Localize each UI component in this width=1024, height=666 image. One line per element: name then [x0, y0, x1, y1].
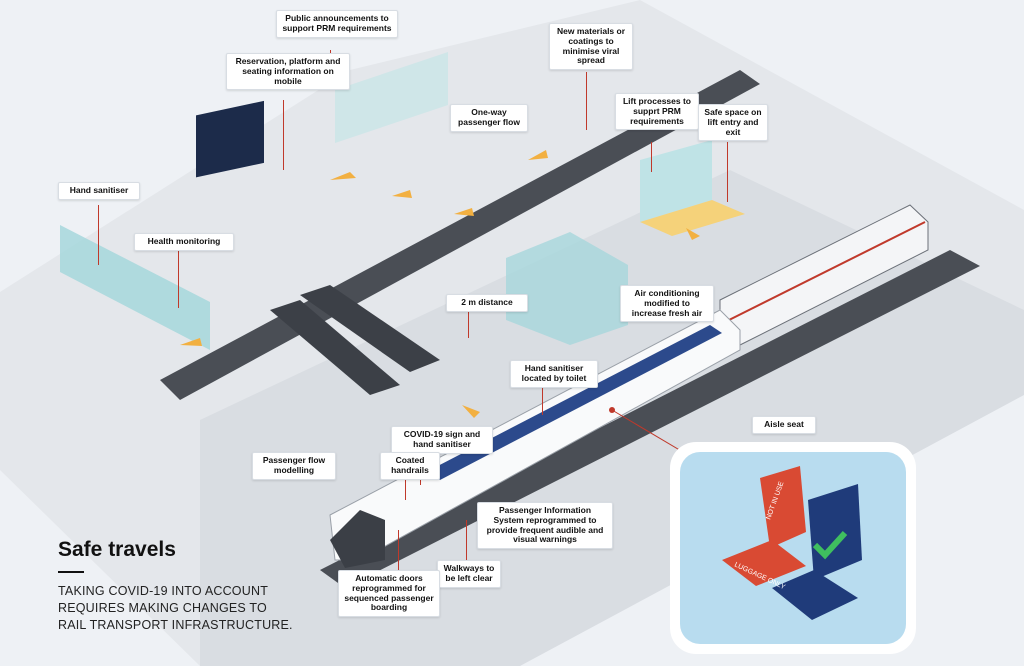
callout-covid-sign: COVID-19 sign and hand sanitiser [391, 426, 493, 454]
check-icon [812, 530, 848, 560]
waiting-room [506, 232, 628, 345]
leader-dot [609, 407, 615, 413]
callout-reservation: Reservation, platform and seating inform… [226, 53, 350, 91]
page-subtitle: TAKING COVID-19 INTO ACCOUNT REQUIRES MA… [58, 584, 293, 632]
seat-red-base [722, 540, 806, 586]
leader-line [586, 72, 587, 130]
train-seats-row [430, 325, 722, 480]
flow-arrow [686, 228, 700, 240]
callout-lift-processes: Lift processes to supprt PRM requirement… [615, 93, 699, 131]
page-title: Safe travels [58, 538, 176, 561]
callout-pis: Passenger Information System reprogramme… [477, 502, 613, 550]
leader-line [468, 308, 469, 338]
leader-line [398, 530, 399, 570]
callout-passenger-flow: Passenger flow modelling [252, 452, 336, 480]
callout-walkways: Walkways to be left clear [437, 560, 501, 588]
title-rule [58, 571, 84, 573]
flow-arrow [454, 208, 474, 216]
leader-line [466, 520, 467, 560]
lift-safe-space [640, 200, 745, 236]
departure-board [196, 100, 264, 178]
escalator [270, 300, 400, 395]
leader-line [542, 385, 543, 415]
callout-one-way: One-way passenger flow [450, 104, 528, 132]
flow-arrow [330, 172, 356, 180]
flow-arrow [462, 405, 480, 418]
train-stripe [724, 221, 926, 323]
callout-new-materials: New materials or coatings to minimise vi… [549, 23, 633, 71]
callout-aisle-seat: Aisle seat [752, 416, 816, 434]
leader-line [98, 205, 99, 265]
callout-automatic-doors: Automatic doors reprogrammed for sequenc… [338, 570, 440, 618]
flow-arrow [180, 338, 202, 346]
flow-arrow [392, 190, 412, 198]
seat-red [760, 466, 806, 548]
ticket-hall [335, 52, 448, 143]
callout-air-conditioning: Air conditioning modified to increase fr… [620, 285, 714, 323]
callout-coated-handrails: Coated handrails [380, 452, 440, 480]
callout-hand-sanitiser-toilet: Hand sanitiser located by toilet [510, 360, 598, 388]
callout-safe-space: Safe space on lift entry and exit [698, 104, 768, 142]
seat-blue-base [772, 570, 858, 620]
callout-hand-sanitiser: Hand sanitiser [58, 182, 140, 200]
flow-arrow [528, 150, 548, 160]
callout-public-announcements: Public announcements to support PRM requ… [276, 10, 398, 38]
callout-health-monitoring: Health monitoring [134, 233, 234, 251]
leader-line [651, 142, 652, 172]
callout-2m-distance: 2 m distance [446, 294, 528, 312]
escalator [300, 285, 440, 372]
leader-line [405, 470, 406, 500]
leader-line [727, 142, 728, 202]
leader-line [283, 100, 284, 170]
station-glass-wall [60, 225, 210, 350]
train-front [330, 510, 385, 568]
seat-blue [808, 484, 862, 580]
lift [640, 140, 712, 222]
leader-line [178, 250, 179, 308]
